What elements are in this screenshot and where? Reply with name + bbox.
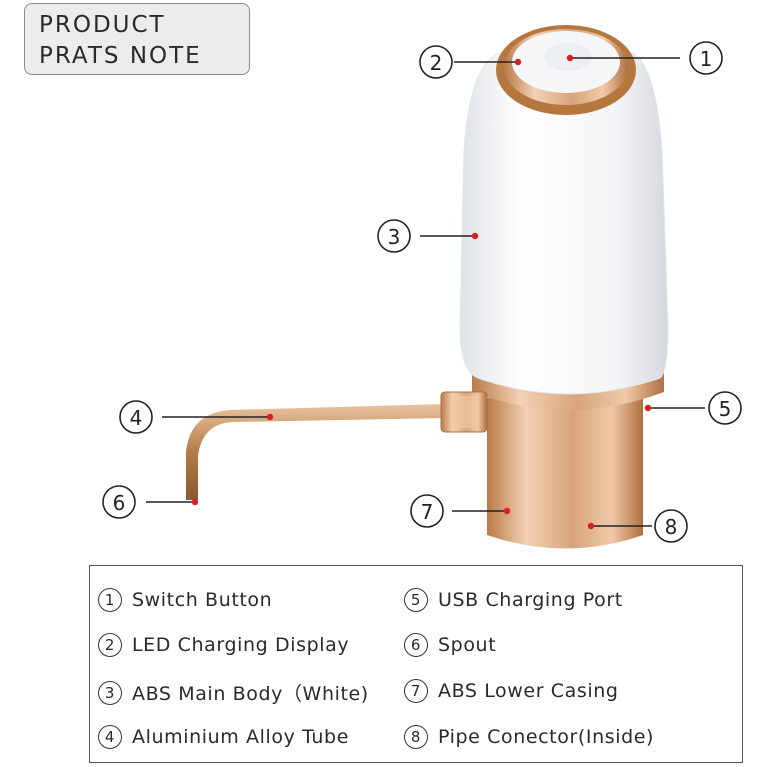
legend-label-7: ABS Lower Casing <box>438 680 619 702</box>
callout-num-7: 7 <box>421 500 434 524</box>
title-line-1: PRODUCT <box>39 12 166 38</box>
callout-num-4: 4 <box>130 406 143 430</box>
product-parts-title-box: PRODUCT PRATS NOTE <box>24 3 250 75</box>
legend-item-1: 1 Switch Button <box>98 588 272 612</box>
legend-label-3: ABS Main Body（White) <box>132 683 369 705</box>
callout-circle-6 <box>102 485 136 519</box>
legend-label-5: USB Charging Port <box>438 589 623 611</box>
marker-6 <box>191 498 199 506</box>
legend-label-2: LED Charging Display <box>132 634 350 656</box>
callout-circle-4 <box>119 400 153 434</box>
legend-item-6: 6 Spout <box>404 633 496 657</box>
title-line-2: PRATS NOTE <box>39 43 202 69</box>
legend-item-5: 5 USB Charging Port <box>404 588 623 612</box>
legend-item-7: 7 ABS Lower Casing <box>404 679 619 703</box>
callout-num-2: 2 <box>430 51 443 75</box>
marker-4 <box>266 413 274 421</box>
marker-2 <box>514 58 522 66</box>
callout-circle-2 <box>419 45 453 79</box>
callout-num-1: 1 <box>700 47 713 71</box>
legend-num-7: 7 <box>404 679 428 703</box>
legend-num-3: 3 <box>98 680 122 705</box>
legend-num-1: 1 <box>98 588 122 612</box>
legend-label-6: Spout <box>438 634 497 656</box>
white-main-body <box>459 51 669 395</box>
callout-circle-5 <box>708 391 742 425</box>
marker-3 <box>471 232 479 240</box>
legend-label-1: Switch Button <box>132 589 273 611</box>
legend-item-4: 4 Aluminium Alloy Tube <box>98 725 349 749</box>
callout-circle-7 <box>410 494 444 528</box>
legend-num-4: 4 <box>98 725 122 749</box>
legend-item-8: 8 Pipe Conector(Inside) <box>404 725 654 749</box>
legend-num-2: 2 <box>98 633 122 657</box>
callout-circle-3 <box>377 219 411 253</box>
legend-num-6: 6 <box>404 633 428 657</box>
aluminium-alloy-tube <box>186 404 446 500</box>
callout-circle-8 <box>654 509 688 543</box>
callout-circle-1 <box>689 41 723 75</box>
lower-casing <box>487 398 643 549</box>
legend-label-4: Aluminium Alloy Tube <box>132 726 349 748</box>
callout-num-6: 6 <box>113 491 126 515</box>
marker-7 <box>503 507 511 515</box>
legend-item-3: 3 ABS Main Body（White) <box>98 679 369 706</box>
marker-1 <box>566 54 574 62</box>
legend-num-8: 8 <box>404 725 428 749</box>
legend-item-2: 2 LED Charging Display <box>98 633 349 657</box>
legend-label-8: Pipe Conector(Inside) <box>438 726 655 748</box>
callout-num-5: 5 <box>719 397 732 421</box>
parts-legend: 1 Switch Button 2 LED Charging Display 3… <box>89 565 743 763</box>
legend-num-5: 5 <box>404 588 428 612</box>
callout-num-8: 8 <box>665 515 678 539</box>
callout-num-3: 3 <box>388 225 401 249</box>
marker-5 <box>644 404 652 412</box>
marker-8 <box>587 522 595 530</box>
